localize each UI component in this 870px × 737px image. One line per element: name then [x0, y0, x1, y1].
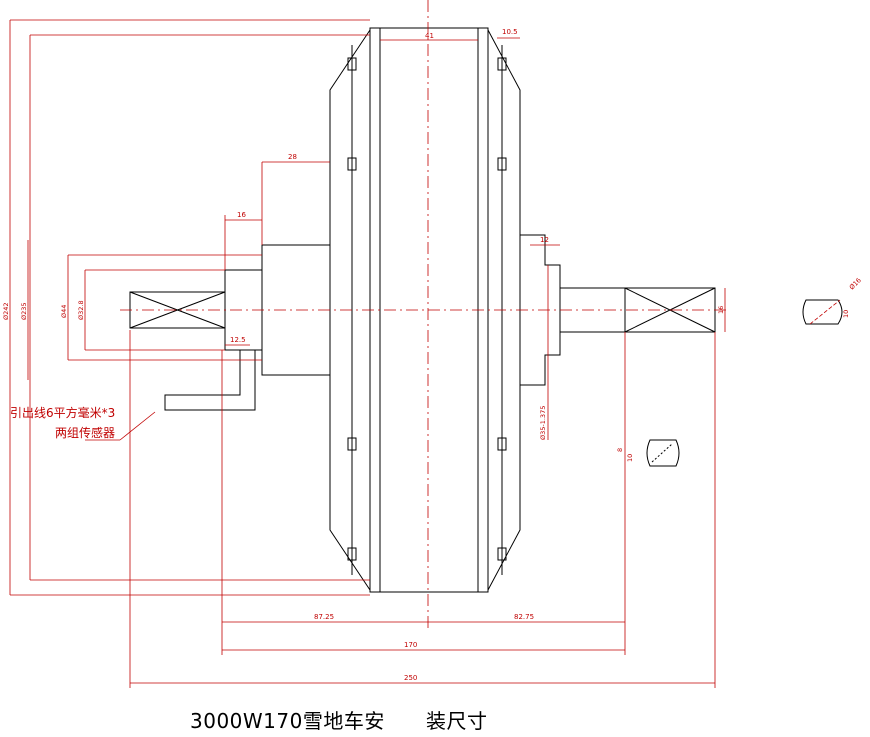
- dim-10: 10: [842, 310, 850, 318]
- dim-phi16: Ø16: [848, 276, 863, 291]
- dim-250: 250: [404, 674, 417, 682]
- dim-phi35: Ø35-1.375: [539, 406, 547, 440]
- lead-wire-tube: [164, 350, 256, 411]
- dim-170: 170: [404, 641, 417, 649]
- dim-phi32-8: Ø32.8: [77, 300, 85, 320]
- dim-10b: 10: [626, 454, 634, 462]
- note-lead-wire: 引出线6平方毫米*3: [10, 405, 115, 420]
- dim-10-5: 10.5: [502, 28, 518, 36]
- dim-82-75: 82.75: [514, 613, 534, 621]
- dim-28: 28: [288, 153, 297, 161]
- hub-drum-outline: [369, 27, 489, 593]
- dim-phi235: Ø235: [20, 302, 28, 320]
- dim-phi242: Ø242: [2, 302, 10, 320]
- drawing-caption: 3000W170雪地车安 装尺寸: [190, 709, 488, 733]
- dim-8: 8: [616, 448, 624, 452]
- dim-87-25: 87.25: [314, 613, 334, 621]
- dim-12-5: 12.5: [230, 336, 246, 344]
- dim-phi44: Ø44: [60, 305, 68, 318]
- dim-16-side: 16: [717, 306, 725, 314]
- shaft-section-flat: [802, 299, 843, 325]
- note-sensors: 两组传感器: [55, 425, 115, 440]
- dim-41: 41: [425, 32, 434, 40]
- shaft-section-hatched: [646, 439, 680, 467]
- dim-12: 12: [540, 236, 549, 244]
- dim-16-top: 16: [237, 211, 246, 219]
